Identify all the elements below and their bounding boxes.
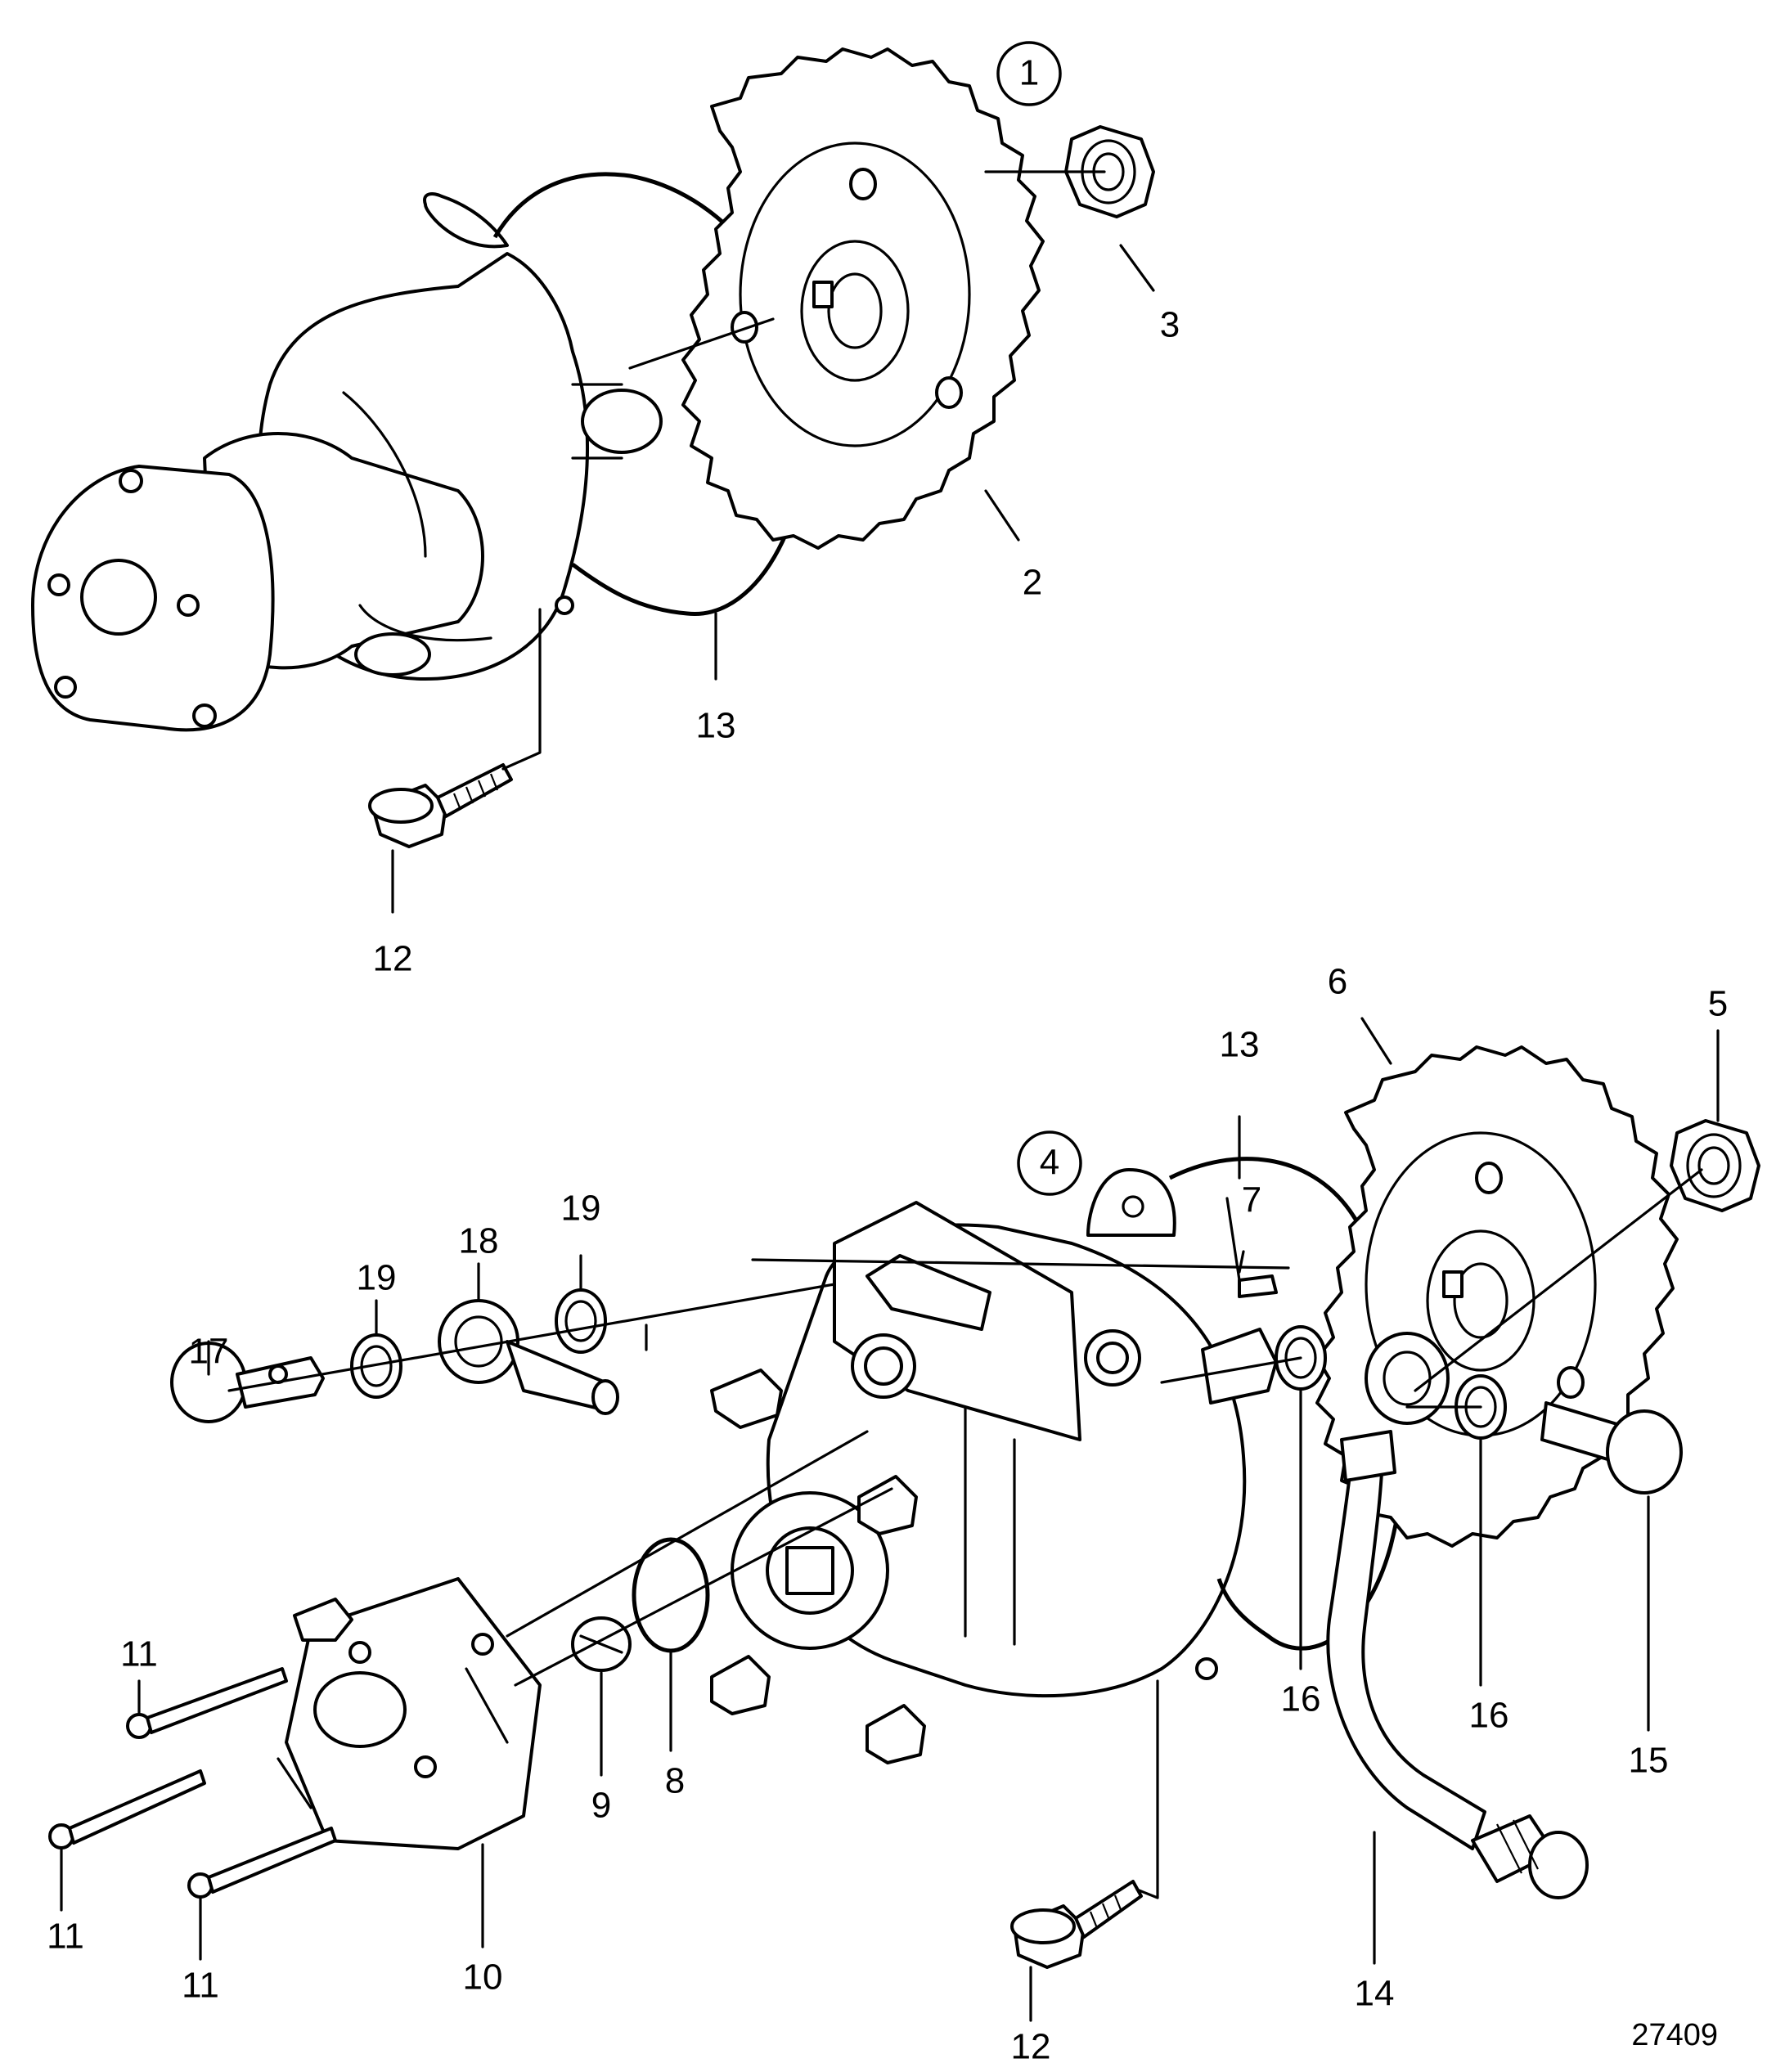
label-5: 5 bbox=[1708, 984, 1728, 1024]
label-14: 14 bbox=[1355, 1974, 1395, 2014]
nut-3 bbox=[1064, 125, 1155, 218]
key-7 bbox=[1238, 1274, 1278, 1298]
view-number-1-text: 1 bbox=[1019, 53, 1039, 93]
label-2: 2 bbox=[1023, 563, 1042, 603]
cover-plate-10 bbox=[277, 1577, 542, 1850]
leader-lines-bottom bbox=[60, 1017, 1720, 2022]
label-13-bottom: 13 bbox=[1220, 1025, 1260, 1065]
label-19-left: 19 bbox=[357, 1258, 397, 1298]
bolt-12-top bbox=[368, 763, 513, 848]
plug-9 bbox=[571, 1616, 632, 1672]
label-13-top: 13 bbox=[696, 706, 736, 746]
label-17: 17 bbox=[189, 1332, 229, 1372]
label-7: 7 bbox=[1242, 1180, 1261, 1220]
pipe-14 bbox=[1326, 1332, 1589, 1899]
view-number-4: 4 bbox=[1017, 1130, 1082, 1196]
label-12-top: 12 bbox=[373, 939, 413, 979]
pump-body-bottom bbox=[710, 1168, 1278, 1764]
view-number-1: 1 bbox=[996, 41, 1062, 106]
gear-2 bbox=[681, 47, 1045, 550]
label-11-b: 11 bbox=[47, 1917, 84, 1957]
label-9: 9 bbox=[591, 1786, 611, 1826]
label-3: 3 bbox=[1160, 305, 1180, 345]
view-number-4-text: 4 bbox=[1040, 1143, 1059, 1183]
pump-body-top bbox=[31, 192, 663, 732]
label-18: 18 bbox=[459, 1221, 499, 1261]
label-19-right: 19 bbox=[561, 1189, 601, 1229]
label-10: 10 bbox=[463, 1957, 503, 1998]
banjo-bolt-15 bbox=[1540, 1401, 1683, 1494]
label-11-c: 11 bbox=[182, 1966, 219, 2006]
label-11-a: 11 bbox=[120, 1634, 158, 1674]
label-16-right: 16 bbox=[1469, 1696, 1509, 1736]
leader-lines-top bbox=[391, 170, 1155, 914]
label-8: 8 bbox=[665, 1761, 685, 1801]
bolt-12-bottom bbox=[1010, 1880, 1143, 1969]
label-6: 6 bbox=[1328, 962, 1347, 1002]
label-12-bottom: 12 bbox=[1011, 2027, 1051, 2067]
banjo-fitting-18 bbox=[438, 1299, 619, 1415]
label-16-left: 16 bbox=[1281, 1679, 1321, 1719]
figure-number: 27409 bbox=[1631, 2018, 1718, 2052]
nut-5 bbox=[1670, 1119, 1760, 1212]
o-ring-8 bbox=[632, 1537, 710, 1653]
bottom-assembly: 4 5 6 13 7 19 18 19 17 11 11 11 10 9 8 1… bbox=[47, 962, 1760, 2067]
top-assembly: 1 3 2 13 12 bbox=[31, 41, 1180, 979]
screws-11 bbox=[48, 1667, 337, 1899]
label-15: 15 bbox=[1629, 1741, 1669, 1781]
